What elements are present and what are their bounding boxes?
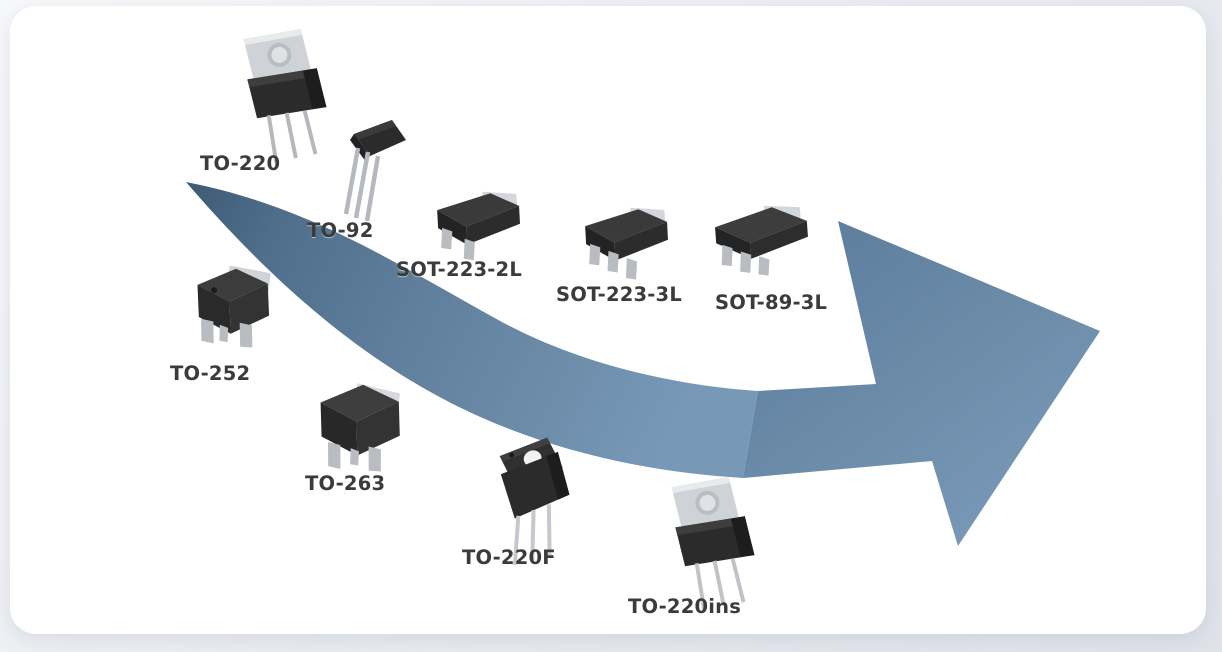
package-label-to-220f: TO-220F xyxy=(462,546,556,569)
package-to-220ins xyxy=(655,465,777,618)
arrow-head xyxy=(743,221,1100,546)
curved-progress-arrow xyxy=(186,182,1100,546)
package-label-to-220: TO-220 xyxy=(200,152,281,175)
arrow-tail xyxy=(186,182,758,478)
package-to-92 xyxy=(340,118,412,228)
package-label-to-220ins: TO-220ins xyxy=(628,595,742,618)
diagram-stage: TO-220 TO-92 xyxy=(10,6,1206,634)
package-to-220 xyxy=(227,17,349,170)
package-label-sot-223-2l: SOT-223-2L xyxy=(396,258,522,281)
figure-card: TO-220 TO-92 xyxy=(10,6,1206,634)
package-sot-89-3l xyxy=(708,198,817,279)
package-label-sot-89-3l: SOT-89-3L xyxy=(715,291,828,314)
package-label-to-252: TO-252 xyxy=(170,362,251,385)
package-sot-223-2l xyxy=(428,184,528,267)
package-label-to-263: TO-263 xyxy=(305,472,386,495)
package-to-263 xyxy=(311,377,413,480)
package-label-to-92: TO-92 xyxy=(307,219,374,242)
package-to-252 xyxy=(185,256,286,357)
package-label-sot-223-3l: SOT-223-3L xyxy=(556,283,682,306)
package-sot-223-3l xyxy=(576,200,676,283)
package-to-220f xyxy=(490,432,589,569)
